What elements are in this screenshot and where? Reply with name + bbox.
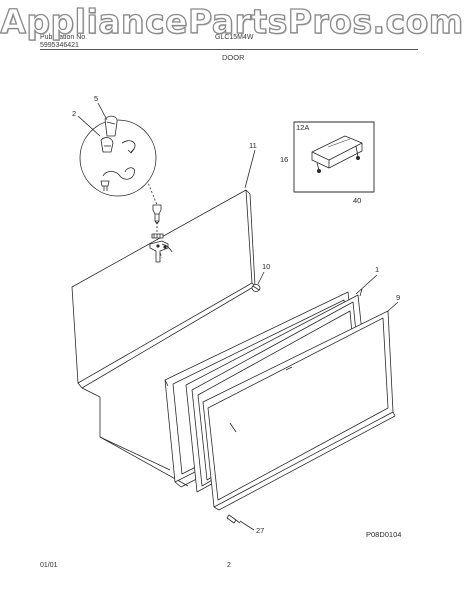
- callout-1: 1: [375, 265, 379, 274]
- liner-screw: [226, 514, 241, 524]
- figure-code: P08D0104: [366, 530, 401, 539]
- cabinet-body: [81, 387, 189, 487]
- callout-2: 2: [72, 109, 76, 118]
- section-title: DOOR: [222, 53, 245, 62]
- publication-number: 5995346421: [40, 42, 79, 49]
- footer-page-number: 2: [227, 562, 231, 569]
- callout-16: 16: [280, 155, 288, 164]
- door-bumper: [251, 284, 261, 292]
- callout-9: 9: [396, 293, 400, 302]
- callout-27: 27: [256, 526, 264, 535]
- callout-leaders: [77, 102, 399, 531]
- callout-40: 40: [353, 196, 361, 205]
- door-outer-panel: [71, 189, 256, 389]
- watermark: AppliancePartsPros.com: [0, 1, 464, 41]
- callout-5: 5: [94, 94, 98, 103]
- door-gasket: [185, 294, 396, 511]
- callout-12a: 12A: [296, 123, 309, 132]
- model-number: GLC15M4W: [215, 34, 254, 41]
- divider-accessory-box: [293, 121, 375, 193]
- header-rule: [40, 49, 418, 50]
- callout-10: 10: [262, 262, 270, 271]
- footer-date: 01/01: [40, 562, 58, 569]
- hinge-detail-bubble: [79, 115, 157, 197]
- publication-label: Publication No.: [40, 34, 88, 41]
- hinge-assembly: [146, 179, 173, 263]
- callout-11: 11: [249, 141, 257, 150]
